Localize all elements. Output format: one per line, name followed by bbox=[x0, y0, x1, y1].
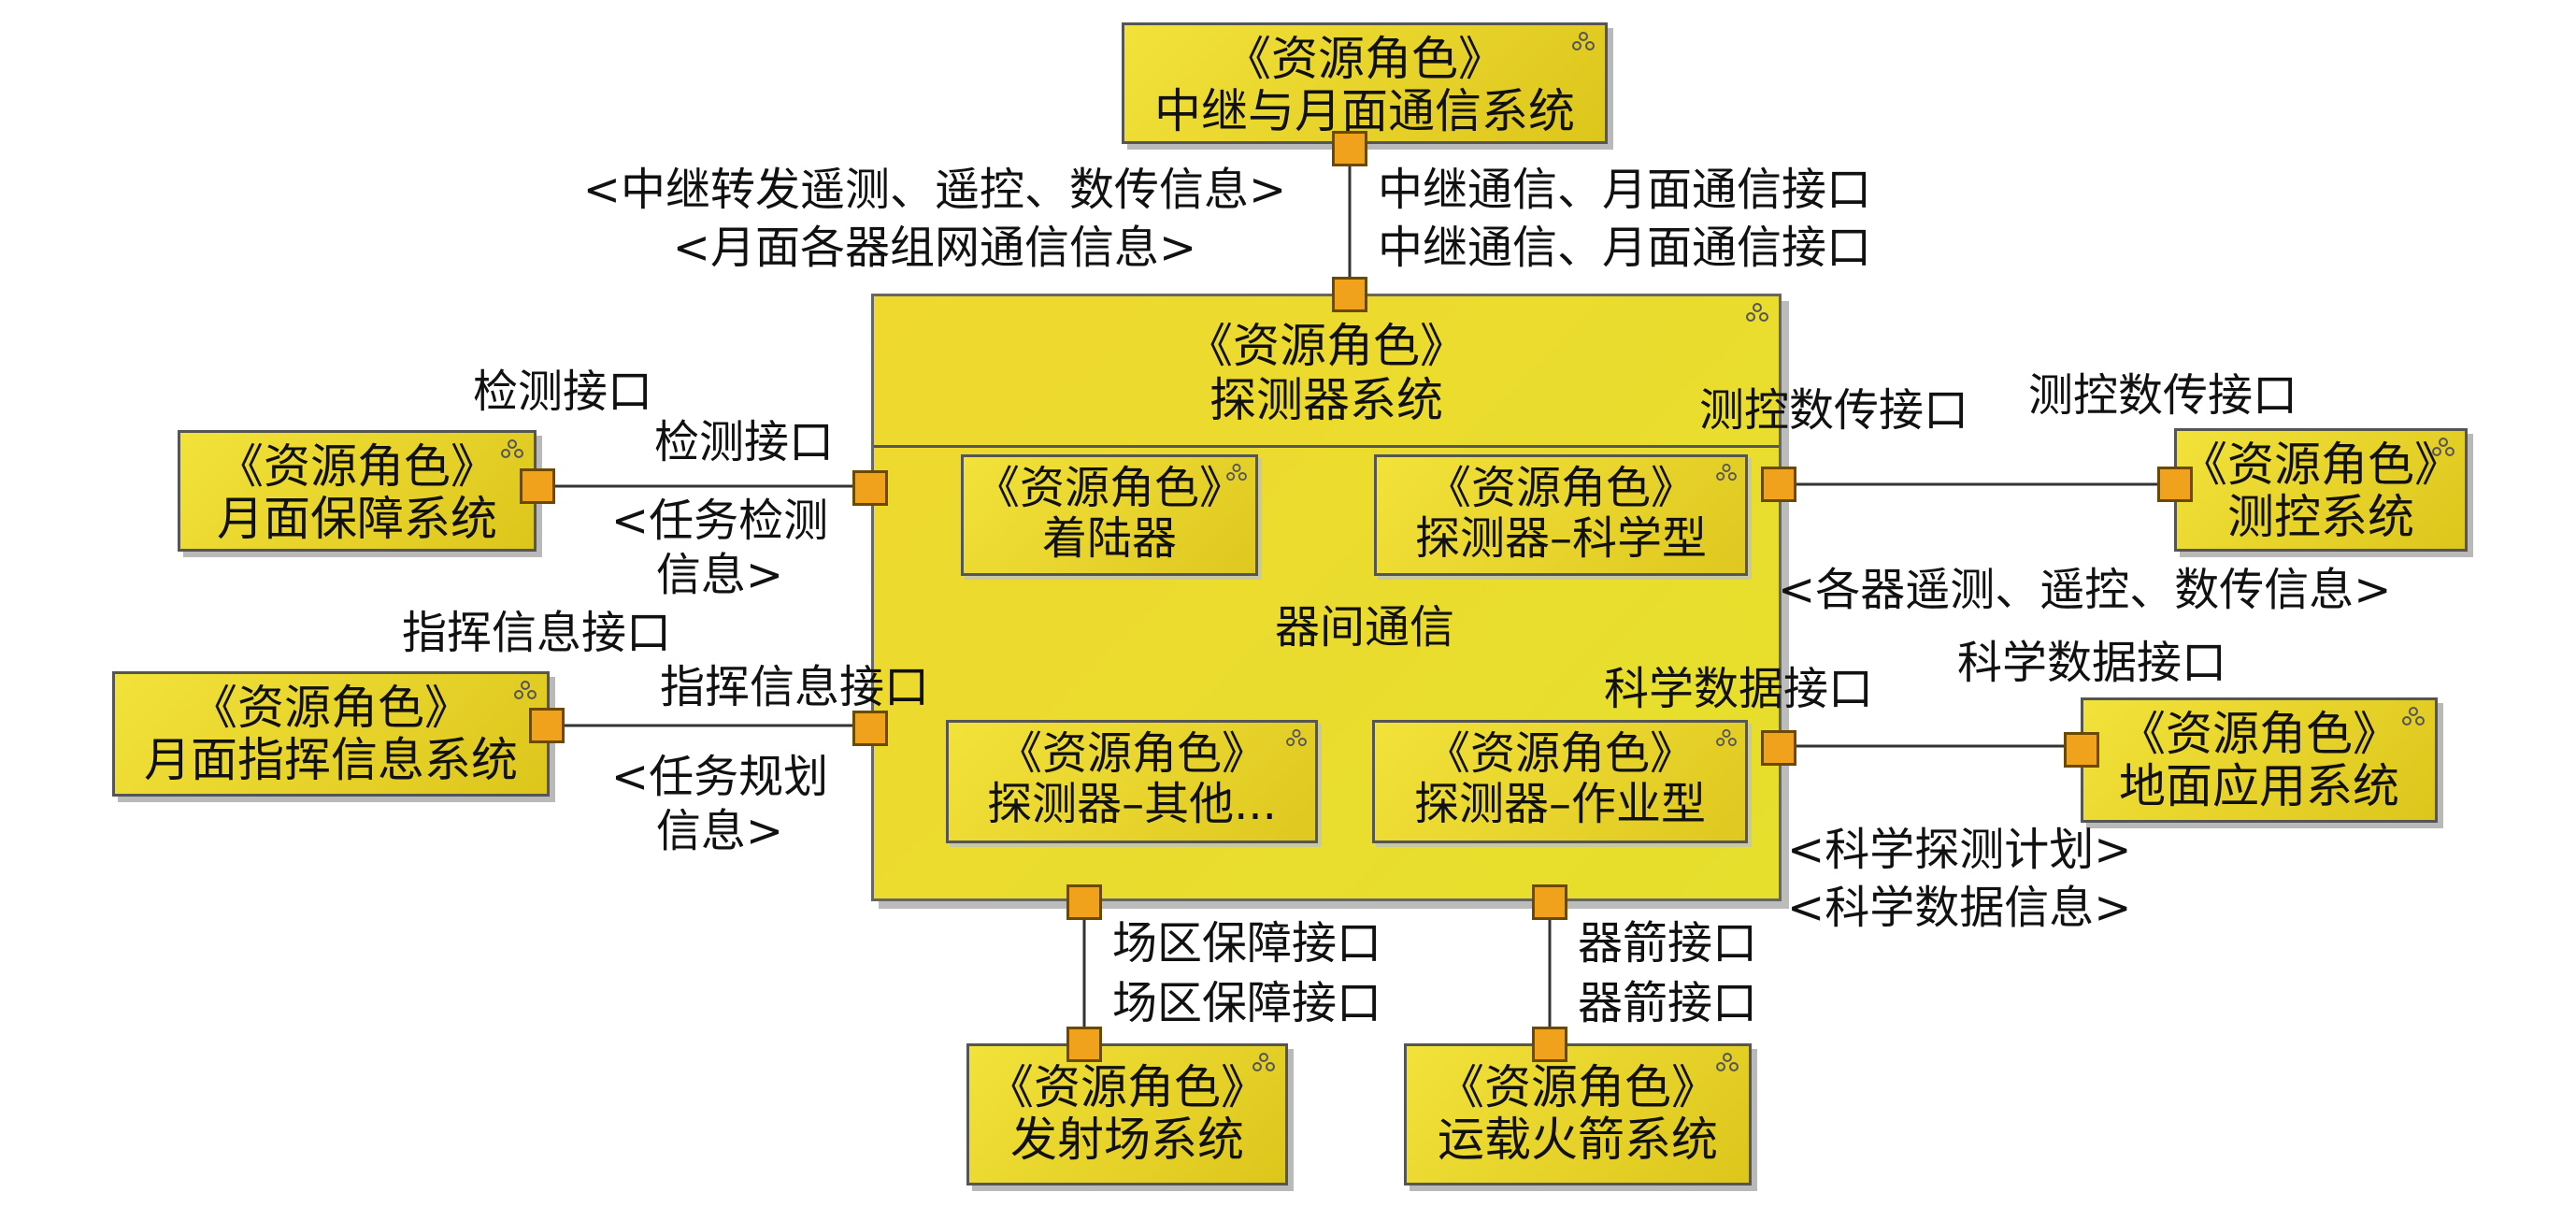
relay-port-inner-label: 中继通信、月面通信接口 bbox=[1378, 222, 1872, 274]
science-probe-part: 《资源角色》 探测器–科学型 bbox=[1374, 454, 1748, 576]
ground-application-system-box: 《资源角色》 地面应用系统 bbox=[2081, 697, 2438, 823]
ttc-port-outer-label: 测控数传接口 bbox=[2028, 369, 2298, 422]
part-glyph-icon bbox=[2432, 438, 2454, 456]
probe-system-header: 《资源角色》 探测器系统 bbox=[874, 296, 1779, 448]
stereotype-label: 《资源角色》 bbox=[996, 727, 1267, 780]
launch-port-inner[interactable] bbox=[1066, 884, 1102, 920]
rocket-system-box: 《资源角色》 运载火箭系统 bbox=[1404, 1043, 1752, 1185]
node-name: 运载火箭系统 bbox=[1438, 1113, 1718, 1167]
detect-port-outer-label: 检测接口 bbox=[473, 366, 653, 418]
launch-site-system-box: 《资源角色》 发射场系统 bbox=[966, 1043, 1288, 1185]
node-name: 月面保障系统 bbox=[217, 492, 497, 546]
ttc-flow-label: <各器遥测、遥控、数传信息> bbox=[1778, 564, 2392, 616]
node-name: 发射场系统 bbox=[1010, 1113, 1244, 1167]
part-glyph-icon bbox=[501, 439, 523, 458]
stereotype-label: 《资源角色》 bbox=[217, 439, 497, 494]
launch-port-outer-label: 场区保障接口 bbox=[1112, 977, 1382, 1029]
node-name: 测控系统 bbox=[2227, 490, 2414, 544]
detect-port-inner[interactable] bbox=[852, 470, 888, 506]
node-name: 月面指挥信息系统 bbox=[144, 733, 518, 787]
part-glyph-icon bbox=[514, 681, 537, 699]
sci-port-outer-label: 科学数据接口 bbox=[1957, 637, 2227, 689]
command-port-inner-label: 指挥信息接口 bbox=[660, 661, 930, 713]
node-name: 地面应用系统 bbox=[2119, 759, 2399, 813]
relay-port-outer[interactable] bbox=[1332, 131, 1367, 166]
stereotype-label: 《资源角色》 bbox=[987, 1060, 1267, 1114]
part-glyph-icon bbox=[1572, 32, 1595, 50]
launch-port-outer[interactable] bbox=[1066, 1027, 1102, 1062]
sci-flow-label-2: <科学数据信息> bbox=[1787, 882, 2132, 934]
other-probe-part: 《资源角色》 探测器–其他... bbox=[946, 720, 1318, 843]
rocket-port-outer-label: 器箭接口 bbox=[1578, 977, 1758, 1029]
command-port-outer-label: 指挥信息接口 bbox=[402, 607, 672, 659]
stereotype-label: 《资源角色》 bbox=[1425, 462, 1696, 514]
command-port-inner[interactable] bbox=[852, 711, 888, 746]
part-glyph-icon bbox=[1716, 1053, 1739, 1071]
ttc-system-box: 《资源角色》 测控系统 bbox=[2174, 428, 2468, 552]
command-flow-label: <任务规划 信息> bbox=[610, 751, 829, 857]
ttc-port-inner[interactable] bbox=[1761, 467, 1796, 502]
stereotype-label: 《资源角色》 bbox=[974, 462, 1244, 514]
node-name: 中继与月面通信系统 bbox=[1154, 84, 1575, 138]
sci-flow-label-1: <科学探测计划> bbox=[1787, 824, 2132, 876]
part-name: 探测器–作业型 bbox=[1413, 778, 1706, 830]
part-glyph-icon bbox=[1226, 463, 1247, 481]
part-glyph-icon bbox=[2402, 707, 2425, 726]
stereotype-label: 《资源角色》 bbox=[191, 681, 471, 735]
part-glyph-icon bbox=[1716, 728, 1737, 747]
relay-port-outer-label: 中继通信、月面通信接口 bbox=[1378, 164, 1872, 216]
stereotype-label: 《资源角色》 bbox=[1186, 319, 1467, 373]
detect-port-outer[interactable] bbox=[520, 468, 555, 504]
rocket-port-outer[interactable] bbox=[1532, 1027, 1567, 1062]
part-glyph-icon bbox=[1286, 728, 1307, 747]
part-glyph-icon bbox=[1252, 1053, 1275, 1071]
part-glyph-icon bbox=[1716, 463, 1737, 481]
ttc-port-inner-label: 测控数传接口 bbox=[1699, 384, 1969, 437]
detect-port-inner-label: 检测接口 bbox=[654, 416, 835, 468]
inter-probe-comm-label: 器间通信 bbox=[1275, 601, 1455, 654]
part-name: 着陆器 bbox=[1041, 512, 1177, 565]
lander-part: 《资源角色》 着陆器 bbox=[961, 454, 1258, 576]
stereotype-label: 《资源角色》 bbox=[1438, 1060, 1718, 1114]
surface-support-system-box: 《资源角色》 月面保障系统 bbox=[178, 430, 537, 552]
work-probe-part: 《资源角色》 探测器–作业型 bbox=[1372, 720, 1748, 843]
part-glyph-icon bbox=[1746, 303, 1768, 322]
part-name: 探测器–其他... bbox=[987, 778, 1277, 830]
stereotype-label: 《资源角色》 bbox=[1224, 32, 1505, 86]
sci-port-inner-label: 科学数据接口 bbox=[1604, 663, 1874, 715]
sci-port-outer[interactable] bbox=[2064, 732, 2099, 768]
stereotype-label: 《资源角色》 bbox=[2119, 707, 2399, 761]
command-port-outer[interactable] bbox=[529, 708, 565, 743]
command-info-system-box: 《资源角色》 月面指挥信息系统 bbox=[112, 671, 550, 797]
stereotype-label: 《资源角色》 bbox=[1424, 727, 1695, 780]
ttc-port-outer[interactable] bbox=[2157, 467, 2193, 502]
detect-flow-label: <任务检测 信息> bbox=[610, 495, 829, 601]
rocket-port-inner-label: 器箭接口 bbox=[1578, 917, 1758, 970]
relay-port-inner[interactable] bbox=[1332, 277, 1367, 312]
node-name: 探测器系统 bbox=[1209, 373, 1443, 427]
sci-port-inner[interactable] bbox=[1761, 730, 1796, 766]
part-name: 探测器–科学型 bbox=[1414, 512, 1707, 565]
relay-flow-label-2: <月面各器组网通信信息> bbox=[672, 222, 1197, 274]
launch-port-inner-label: 场区保障接口 bbox=[1112, 917, 1382, 970]
rocket-port-inner[interactable] bbox=[1532, 884, 1567, 920]
relay-comm-system-box: 《资源角色》 中继与月面通信系统 bbox=[1122, 22, 1608, 144]
relay-flow-label-1: <中继转发遥测、遥控、数传信息> bbox=[582, 164, 1287, 216]
stereotype-label: 《资源角色》 bbox=[2181, 438, 2461, 492]
